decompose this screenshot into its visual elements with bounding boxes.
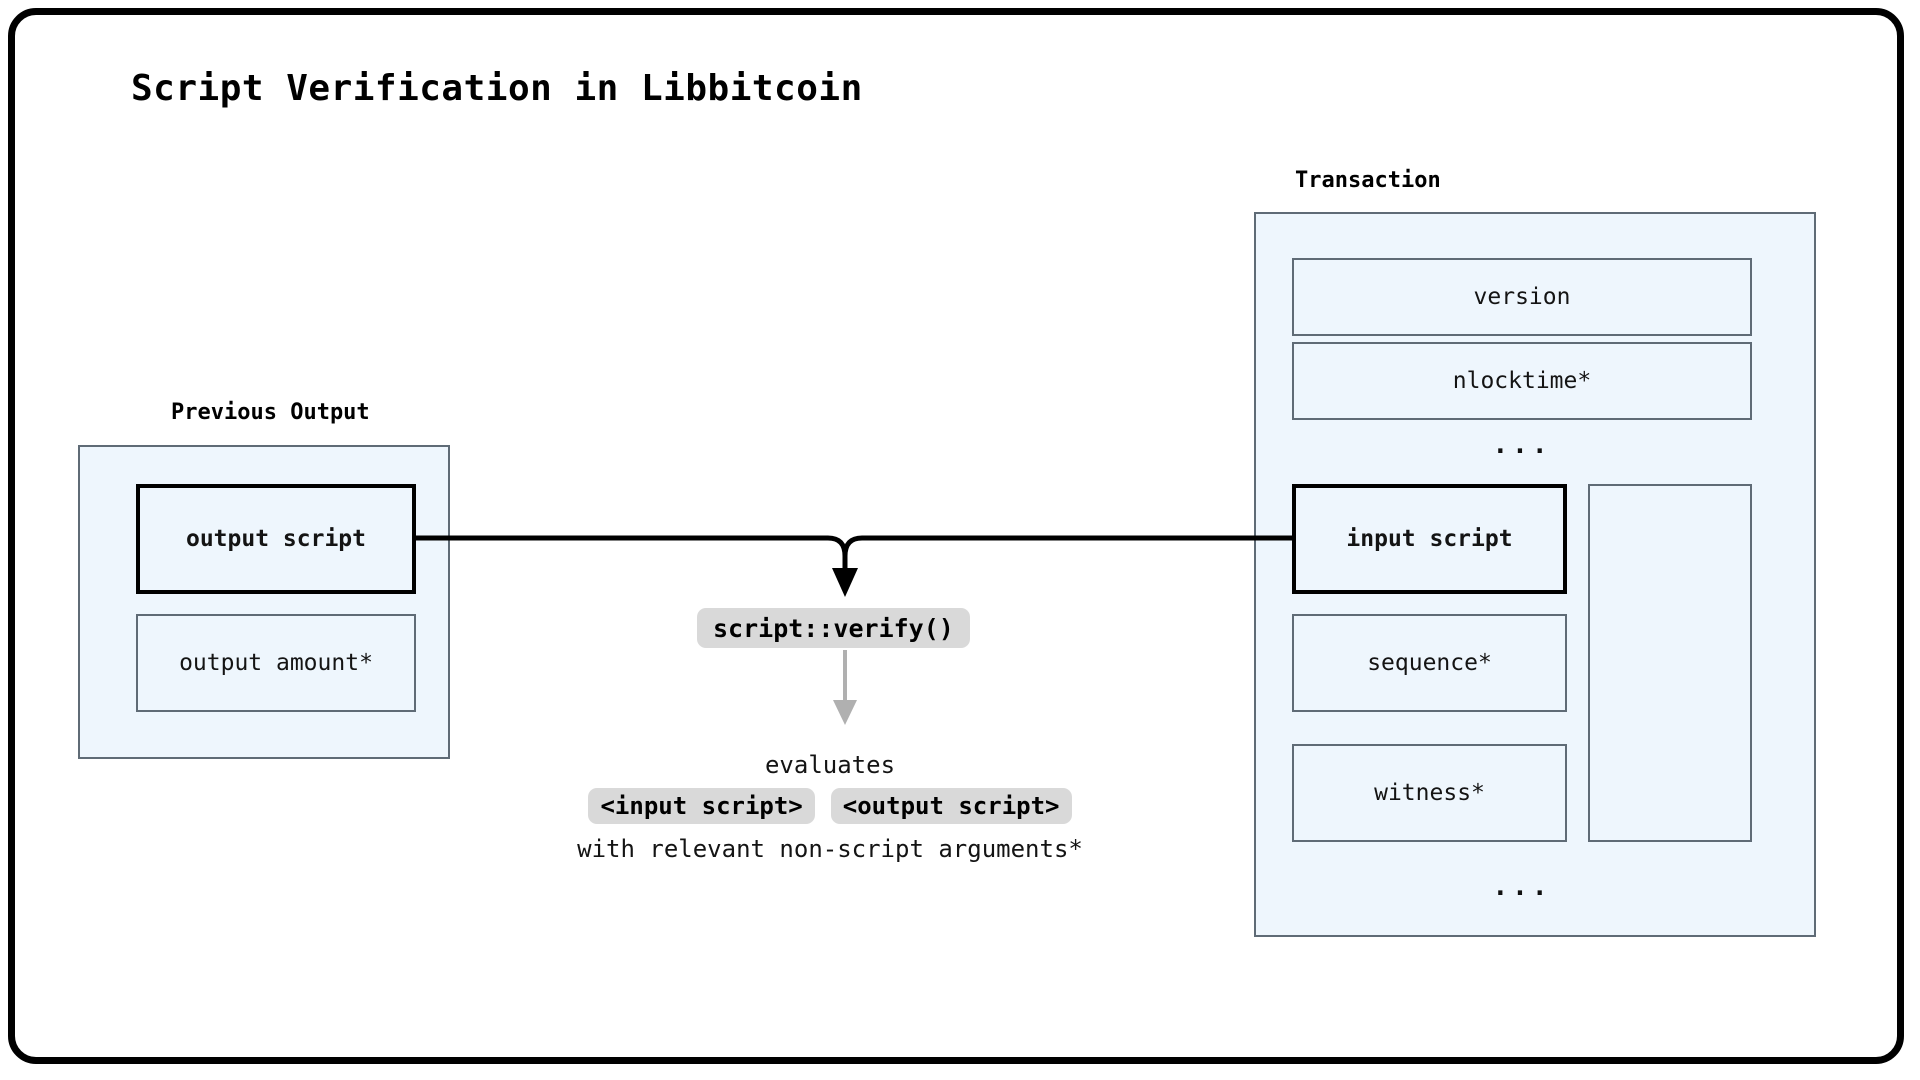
- nlocktime-box[interactable]: nlocktime*: [1292, 342, 1752, 420]
- page-title: Script Verification in Libbitcoin: [131, 68, 863, 109]
- evaluates-block: evaluates <input script> <output script>…: [520, 748, 1140, 866]
- output-amount-box[interactable]: output amount*: [136, 614, 416, 712]
- evaluates-pill-row: <input script> <output script>: [520, 788, 1140, 824]
- sequence-box[interactable]: sequence*: [1292, 614, 1567, 712]
- additional-input-placeholder-box[interactable]: [1588, 484, 1752, 842]
- version-box[interactable]: version: [1292, 258, 1752, 336]
- output-script-box[interactable]: output script: [136, 484, 416, 594]
- transaction-caption: Transaction: [1295, 168, 1441, 193]
- witness-box[interactable]: witness*: [1292, 744, 1567, 842]
- script-verify-pill[interactable]: script::verify(): [697, 608, 970, 648]
- transaction-ellipsis-bottom: ...: [1492, 872, 1552, 902]
- evaluates-tail-text: with relevant non-script arguments*: [577, 835, 1083, 863]
- input-script-box[interactable]: input script: [1292, 484, 1567, 594]
- input-script-pill[interactable]: <input script>: [588, 788, 815, 824]
- output-script-pill[interactable]: <output script>: [830, 788, 1072, 824]
- transaction-ellipsis-top: ...: [1492, 430, 1552, 460]
- evaluates-lead-text: evaluates: [764, 751, 896, 779]
- previous-output-caption: Previous Output: [171, 400, 370, 425]
